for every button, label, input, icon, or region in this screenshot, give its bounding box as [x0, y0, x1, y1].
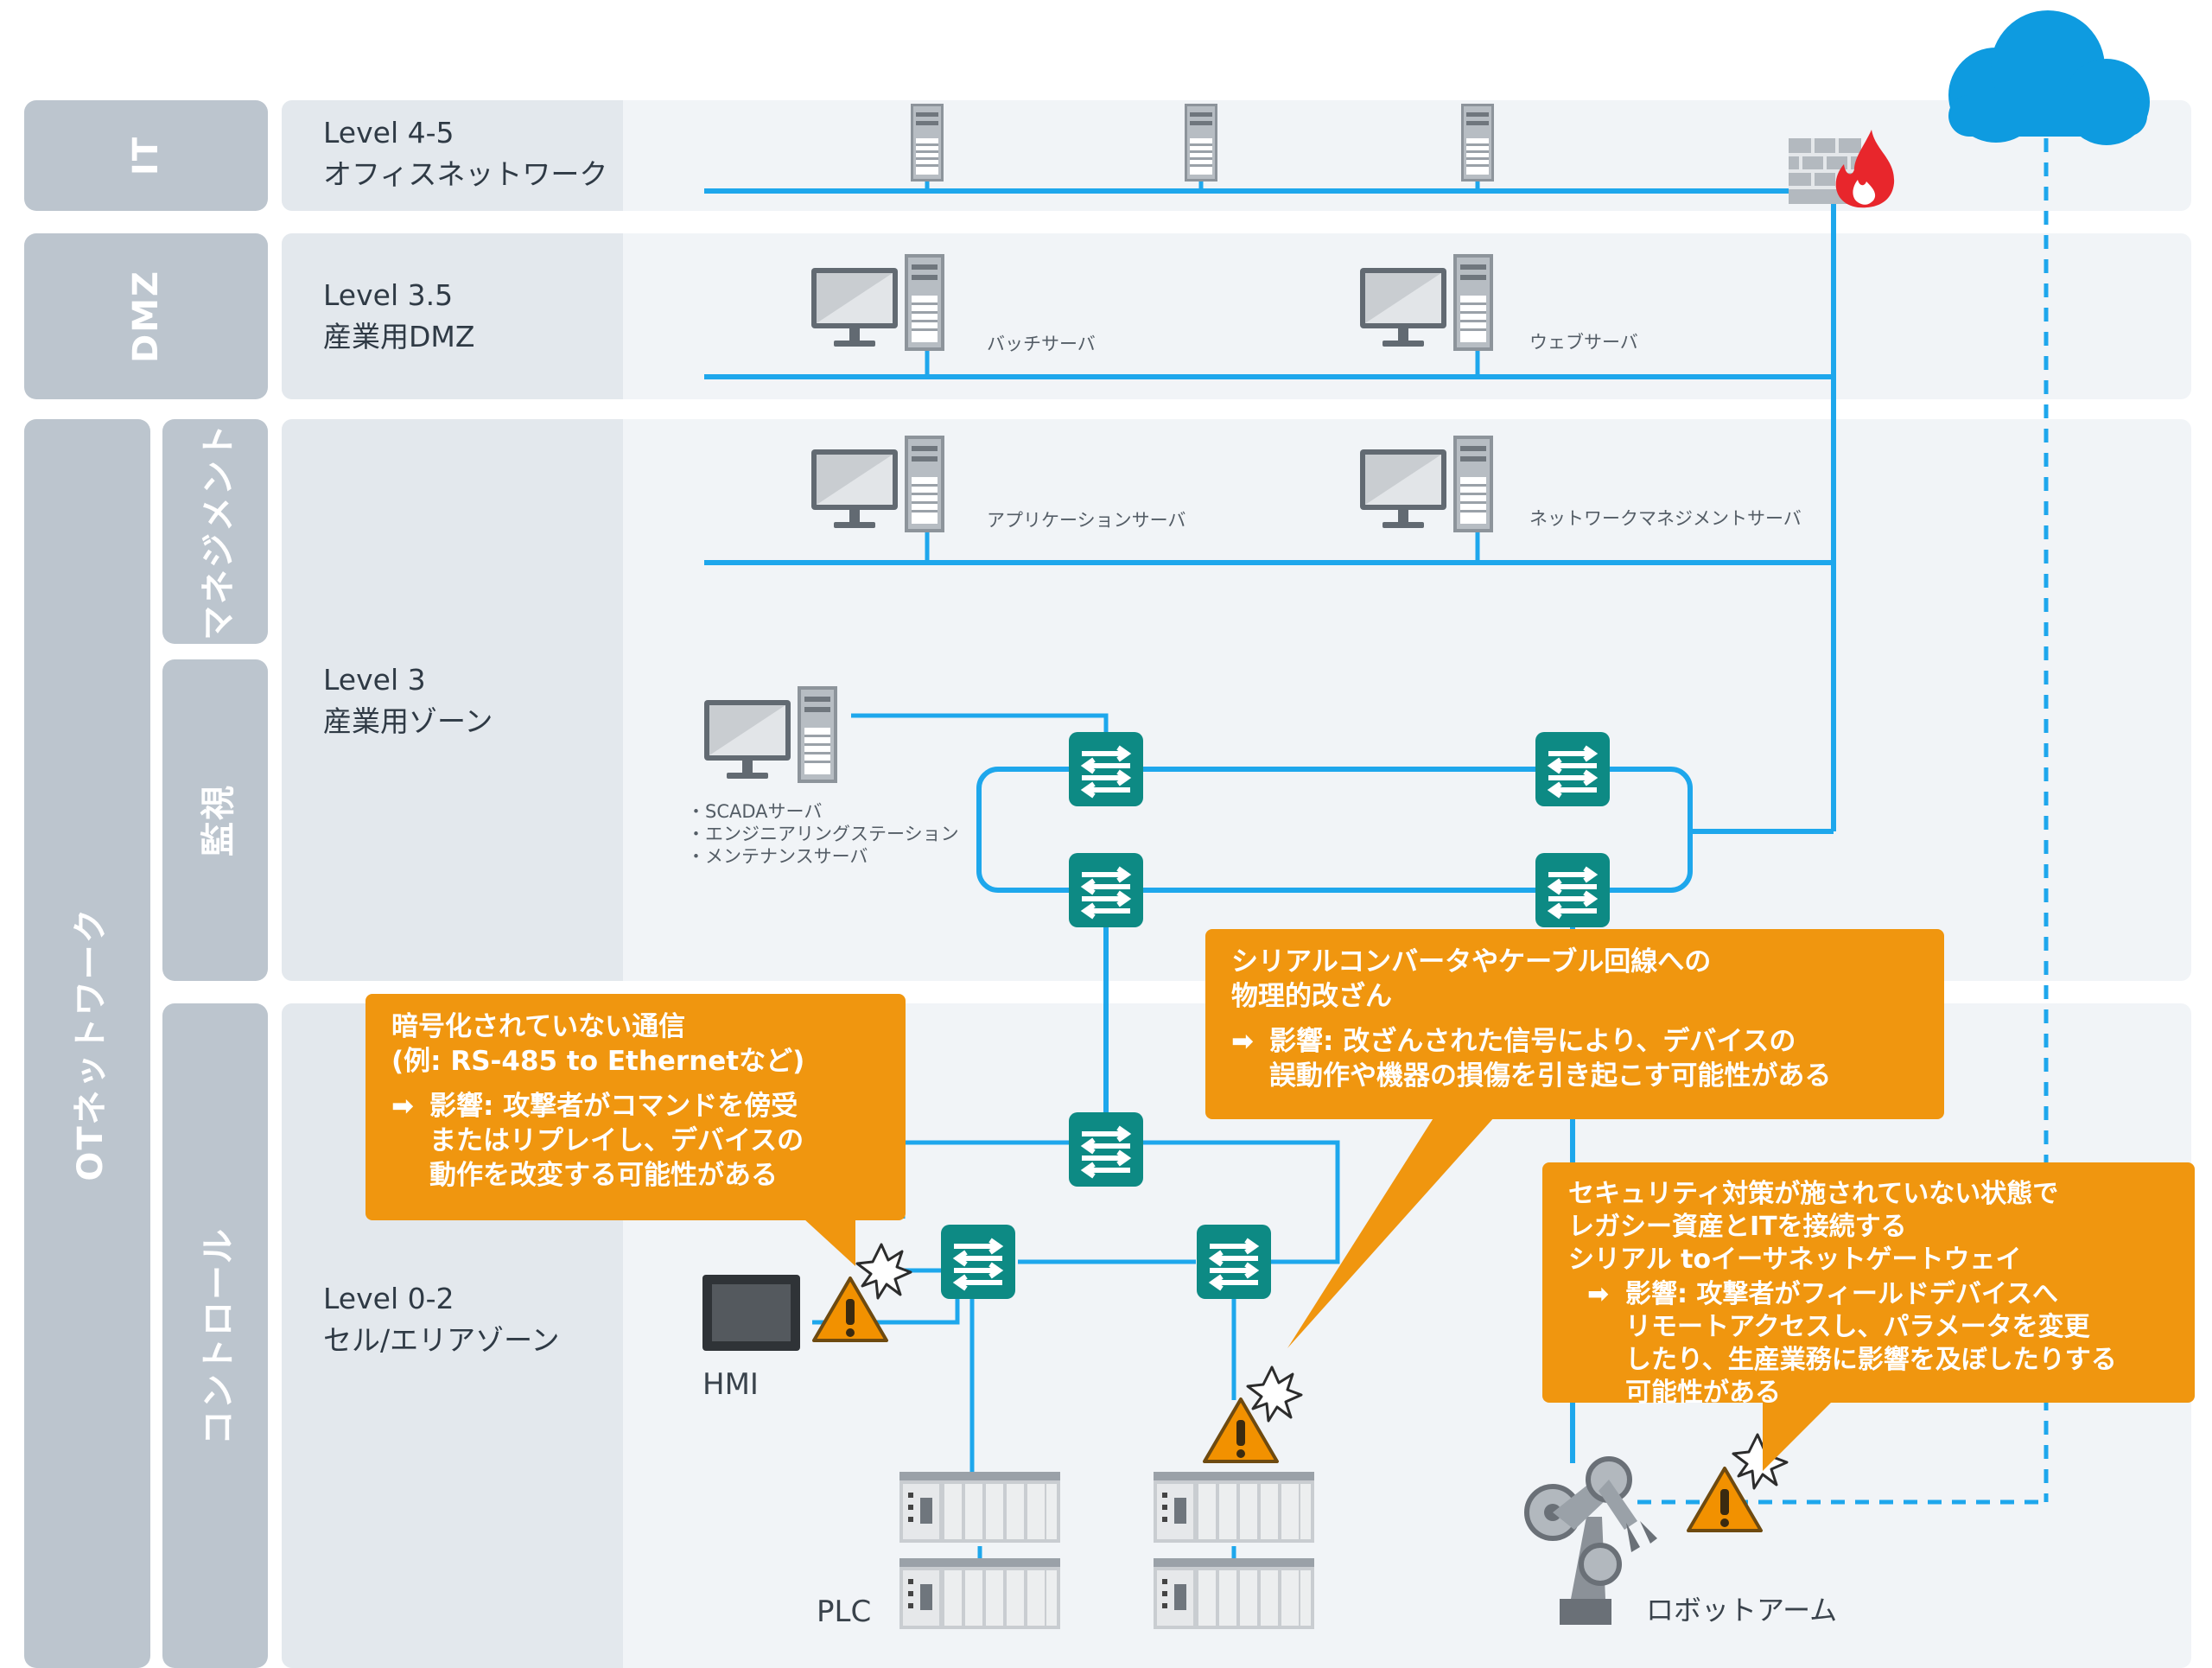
it-server-2-icon [1185, 104, 1217, 181]
warning-burst-icon [1246, 1366, 1303, 1423]
switch-icon [1197, 1225, 1271, 1299]
it-side-label: IT [24, 100, 268, 211]
callout-title: 物理的改ざん [1231, 981, 1392, 1012]
callout-title: シリアル toイーサネットゲートウェイ [1568, 1245, 2022, 1275]
web-server-label: ウェブサーバ [1529, 332, 1638, 353]
cloud-icon [1948, 10, 2150, 145]
it-level: Level 4-5 [323, 116, 454, 150]
cell-level: Level 0-2 [323, 1282, 454, 1315]
callout-body: 影響: 攻撃者がコマンドを傍受 [429, 1091, 798, 1122]
app-server-label: アプリケーションサーバ [987, 510, 1186, 531]
callout-title: レガシー資産とITを接続する [1568, 1212, 1907, 1242]
switch-icon [1535, 853, 1610, 927]
serial-tamper-callout: シリアルコンバータやケーブル回線への 物理的改ざん ➡ 影響: 改ざんされた信号… [1205, 929, 1944, 1119]
dmz-level-name: 産業用DMZ [323, 320, 475, 353]
cell-level-name: セル/エリアゾーン [323, 1323, 560, 1357]
plc-rack-icon [1154, 1472, 1314, 1543]
scada-server-icon [704, 686, 837, 783]
app-server-icon [811, 436, 944, 532]
callout-body: したり、生産業務に影響を及ぼしたりする [1625, 1345, 2117, 1375]
dmz-lane: Level 3.5 産業用DMZ [282, 233, 2191, 399]
warning-burst-icon [855, 1243, 912, 1300]
hmi-label: HMI [702, 1367, 759, 1402]
switch-icon [941, 1225, 1015, 1299]
unencrypted-comm-callout: 暗号化されていない通信 (例: RS-485 to Ethernetなど) ➡ … [365, 994, 906, 1220]
callout-title: (例: RS-485 to Ethernetなど) [391, 1046, 805, 1077]
callout-body: 可能性がある [1625, 1378, 1781, 1408]
callout-title: セキュリティ対策が施されていない状態で [1568, 1179, 2059, 1209]
legacy-gateway-callout: セキュリティ対策が施されていない状態で レガシー資産とITを接続する シリアル … [1542, 1162, 2195, 1408]
management-side-label: マネジメント [162, 419, 268, 644]
arrow-icon: ➡ [1231, 1026, 1254, 1057]
switch-icon [1069, 853, 1143, 927]
callout-title: シリアルコンバータやケーブル回線への [1231, 946, 1712, 977]
ops-level: Level 3 [323, 663, 426, 697]
ot-side-label: OTネットワーク [24, 419, 150, 1668]
ops-lane: Level 3 産業用ゾーン [282, 419, 2191, 981]
callout-body: 影響: 攻撃者がフィールドデバイスへ [1625, 1279, 2058, 1309]
plc-rack-icon [899, 1558, 1060, 1629]
switch-icon [1535, 732, 1610, 806]
warning-icon [1687, 1467, 1763, 1532]
callout-title: 暗号化されていない通信 [391, 1011, 686, 1042]
switch-icon [1069, 732, 1143, 806]
batch-server-label: バッチサーバ [987, 334, 1096, 354]
web-server-icon [1360, 254, 1493, 351]
scada-item: ・SCADAサーバ [687, 801, 823, 822]
batch-server-icon [811, 254, 944, 351]
callout-body: 影響: 改ざんされた信号により、デバイスの [1269, 1026, 1796, 1057]
monitoring-side-label: 監視 [162, 659, 268, 981]
plc-rack-icon [899, 1472, 1060, 1543]
switch-icon [1069, 1112, 1143, 1187]
callout-body: リモートアクセスし、パラメータを変更 [1625, 1312, 2090, 1342]
callout-body: またはリプレイし、デバイスの [429, 1125, 804, 1156]
control-side-label: コントロール [162, 1003, 268, 1668]
robot-arm-icon [1524, 1456, 1657, 1625]
arrow-icon: ➡ [391, 1091, 414, 1122]
nms-server-label: ネットワークマネジメントサーバ [1529, 508, 1802, 529]
hmi-panel-icon [702, 1275, 800, 1351]
scada-item: ・メンテナンスサーバ [687, 846, 868, 867]
plc-label: PLC [817, 1595, 872, 1629]
scada-item: ・エンジニアリングステーション [687, 824, 959, 844]
dmz-level: Level 3.5 [323, 278, 454, 312]
callout-body: 誤動作や機器の損傷を引き起こす可能性がある [1269, 1060, 1832, 1092]
robot-arm-label: ロボットアーム [1646, 1594, 1838, 1627]
dmz-side-label: DMZ [24, 233, 268, 399]
firewall-icon [1789, 130, 1895, 208]
nms-server-icon [1360, 436, 1493, 532]
ops-level-name: 産業用ゾーン [323, 704, 493, 738]
callout-body: 動作を改変する可能性がある [429, 1160, 778, 1191]
it-server-3-icon [1461, 104, 1494, 181]
plc-rack-icon [1154, 1558, 1314, 1629]
arrow-icon: ➡ [1587, 1279, 1610, 1309]
it-level-name: オフィスネットワーク [323, 157, 608, 191]
scada-list: ・SCADAサーバ ・エンジニアリングステーション ・メンテナンスサーバ [687, 800, 959, 868]
it-server-1-icon [911, 104, 944, 181]
